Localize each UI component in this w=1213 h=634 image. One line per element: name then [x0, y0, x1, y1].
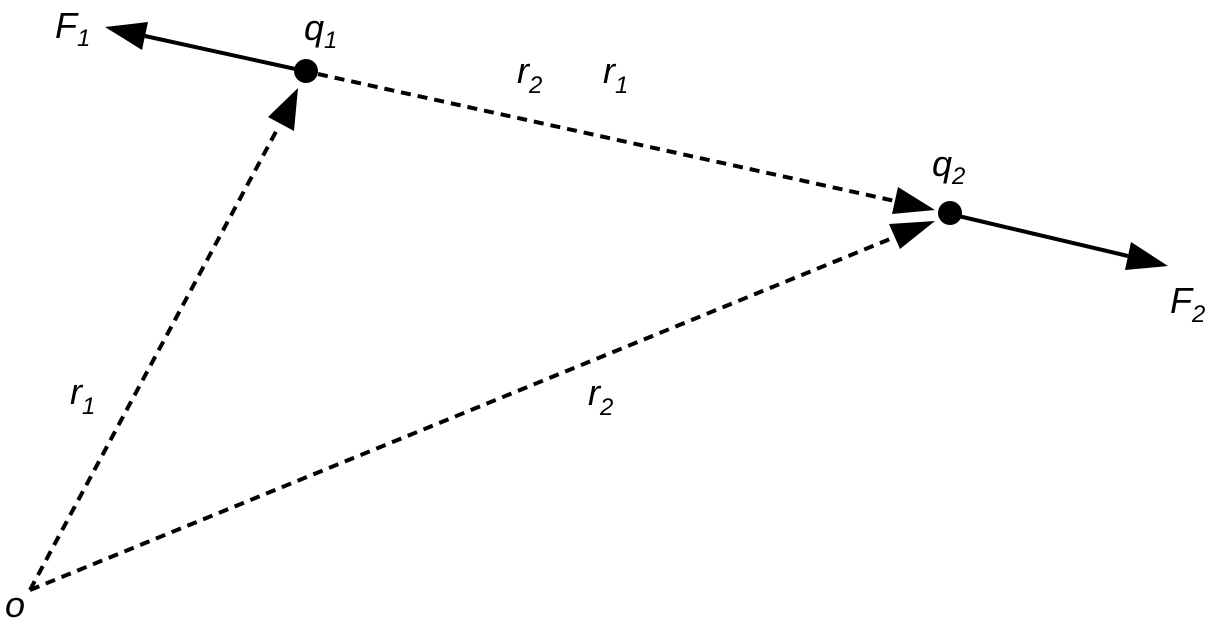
force-f2-arrowhead — [1125, 242, 1168, 270]
label-r1: r1 — [70, 371, 95, 420]
force-f1-arrowhead — [105, 22, 148, 50]
label-q1: q1 — [304, 7, 337, 54]
label-f1: F1 — [55, 5, 90, 52]
label-separation-r1: r1 — [603, 50, 628, 99]
label-separation-r2: r2 — [517, 50, 542, 99]
force-f2-line — [949, 212, 1129, 258]
label-f2: F2 — [1170, 280, 1205, 328]
separation-vector-arrowhead — [892, 187, 935, 214]
force-f1-line — [144, 34, 301, 72]
vector-r1-line — [28, 125, 281, 591]
vector-r2-arrowhead — [889, 221, 935, 249]
label-r2: r2 — [588, 372, 613, 421]
vector-r1-arrowhead — [268, 88, 298, 131]
label-origin: o — [5, 584, 25, 625]
separation-vector-line — [317, 72, 896, 203]
charge-q1-dot — [294, 59, 318, 83]
vector-r2-line — [29, 235, 896, 592]
charge-q2-dot — [938, 201, 962, 225]
label-q2: q2 — [932, 143, 965, 190]
